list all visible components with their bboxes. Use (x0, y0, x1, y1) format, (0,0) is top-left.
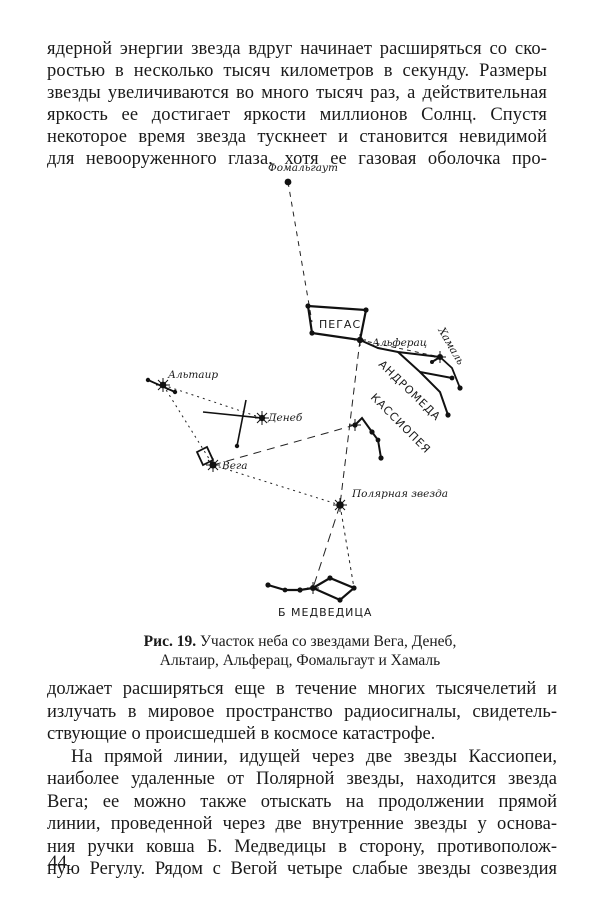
guide-line-polaris-ursa (312, 504, 341, 589)
guide-line-vega-polaris (212, 464, 341, 506)
text-line: ядерной энергии звезда вдруг начинает ра… (47, 39, 547, 59)
guide-line-vega-cassiopeia (212, 424, 356, 466)
cassiopeia-star (375, 437, 381, 443)
text-line: линии, проведенной через две внутренние … (47, 814, 557, 834)
ursa-major-star (282, 587, 288, 593)
figure-caption: Рис. 19. Участок неба со звездами Вега, … (80, 632, 520, 670)
guide-line-polaris-ursa-2 (339, 504, 355, 589)
pegasus-star (309, 330, 315, 336)
altair-label: Альтаир (167, 369, 218, 381)
pegasus-star (305, 303, 311, 309)
fomalhaut-star (284, 178, 292, 186)
pegasus-star (363, 307, 369, 313)
polaris-label: Полярная звезда (351, 488, 448, 500)
guide-line-alpheratz-hamal (359, 339, 441, 358)
text-line: ную Регулу. Рядом с Вегой четыре слабые … (47, 859, 557, 879)
bottom-text: должает расширяться еще в течение многих… (47, 678, 557, 881)
top-paragraph: ядерной энергии звезда вдруг начинает ра… (47, 38, 547, 170)
text-line: излучать в мировое пространство радиосиг… (47, 701, 557, 722)
cygnus-constellation (202, 399, 263, 447)
ursa-major-star (265, 582, 271, 588)
text-line: ростью в несколько тысяч километров в се… (47, 61, 547, 81)
text-line: ния ручки ковша Б. Медведицы в сторону, … (47, 836, 557, 857)
vega-label: Вега (221, 460, 248, 472)
altair-neighbor-star (145, 377, 151, 383)
guide-line-alpheratz-polaris (339, 339, 361, 506)
page-number: 44 (48, 852, 67, 873)
guide-lines (162, 181, 441, 589)
andromeda-star (449, 375, 455, 381)
hamal-star (457, 385, 463, 391)
ursa-major-label: Б МЕДВЕДИЦА (278, 606, 372, 619)
altair-neighbor-star (172, 389, 178, 395)
alpheratz-label: Альферац (371, 337, 427, 349)
star-rays (156, 334, 446, 594)
cassiopeia-star (369, 429, 375, 435)
star-chart-figure: Фомальгаут ПЕГАС Альферац Хамаль АНДРОМЕ… (0, 150, 600, 630)
andromeda-star (445, 412, 451, 418)
fomalhaut-label: Фомальгаут (268, 162, 338, 174)
stars (145, 178, 463, 603)
text-line: ствующие о происшедшей в космосе катастр… (47, 724, 436, 744)
text-line: должает расширяться еще в течение многих… (47, 679, 557, 699)
ursa-major-star (297, 587, 303, 593)
cassiopeia-star (378, 455, 384, 461)
caption-label: Рис. 19. (143, 633, 197, 650)
text-line: наиболее удаленные от Полярной звезды, н… (47, 769, 557, 789)
text-line: яркость ее достигает яркости миллионов С… (47, 105, 547, 125)
ursa-major-star (327, 575, 333, 581)
caption-text-line2: Альтаир, Альферац, Фомальгаут и Хамаль (159, 652, 441, 669)
text-line: для невооруженного глаза, хотя ее газова… (47, 149, 547, 169)
text-line: Вега; ее можно также отыскать на продолж… (47, 791, 557, 812)
ursa-major-star (337, 597, 343, 603)
hamal-constellation (439, 356, 461, 389)
text-line: На прямой линии, идущей через две звезды… (71, 746, 557, 767)
text-line: некоторое время звезда тускнеет и станов… (47, 127, 547, 147)
andromeda-star (430, 360, 434, 364)
guide-line-fomalhaut-pegasus (287, 181, 313, 323)
star-chart: Фомальгаут ПЕГАС Альферац Хамаль АНДРОМЕ… (145, 162, 466, 619)
cygnus-star (234, 443, 240, 449)
caption-text-line1: Участок неба со звездами Вега, Денеб, (196, 633, 457, 650)
ursa-major-star (351, 585, 357, 591)
pegasus-label: ПЕГАС (319, 318, 361, 331)
text-line: звезды увеличиваются во много тысяч раз,… (47, 83, 547, 103)
guide-line-altair-vega (162, 384, 214, 466)
deneb-label: Денеб (267, 412, 303, 424)
